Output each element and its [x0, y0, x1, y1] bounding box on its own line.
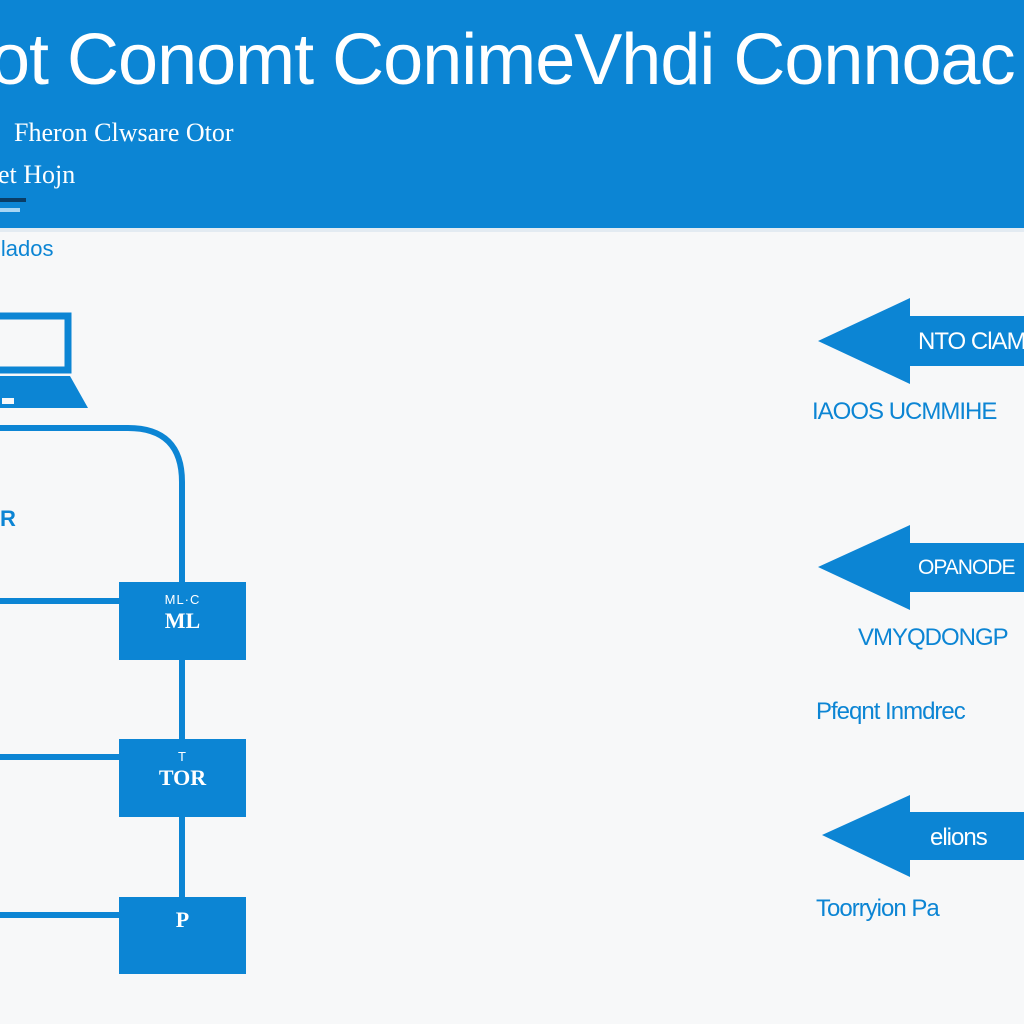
page-subtitle-secondary: et Hojn [0, 160, 76, 189]
side-label: R [0, 506, 16, 531]
arrow-caption: Toorryion Pa [816, 895, 940, 922]
header-accent [0, 208, 20, 212]
node-label: P [175, 907, 190, 932]
header-underline [0, 198, 26, 202]
header-divider [0, 228, 1024, 232]
diagram-node: T TOR [119, 739, 246, 817]
arrow-3 [822, 795, 1024, 877]
header-banner: ot Conomt ConimeVhdi Connoac Fheron Clws… [0, 0, 1024, 228]
diagram-caption: Pfeqnt Inmdrec [816, 698, 966, 725]
page-subtitle: Fheron Clwsare Otor [14, 118, 234, 147]
diagram-node: P [119, 897, 246, 974]
section-label: ilados [0, 236, 54, 261]
node-caption: T [178, 749, 187, 764]
arrow-label: NTO ClAM [918, 328, 1024, 355]
arrow-1 [818, 298, 1024, 384]
diagram-node: ML·C ML [119, 582, 246, 660]
page-title: ot Conomt ConimeVhdi Connoac [0, 20, 1016, 100]
connector-main [0, 425, 185, 897]
node-label: ML [164, 608, 201, 633]
arrow-label: OPANODE [918, 556, 1015, 579]
node-caption: ML·C [164, 592, 201, 607]
node-label: TOR [158, 765, 207, 790]
arrow-label: elions [930, 824, 988, 851]
laptop-icon [0, 312, 88, 408]
arrow-caption: VMYQDONGP [858, 624, 1009, 651]
arrow-2 [818, 525, 1024, 610]
arrow-caption: IAOOS UCMMIHE [812, 398, 997, 425]
